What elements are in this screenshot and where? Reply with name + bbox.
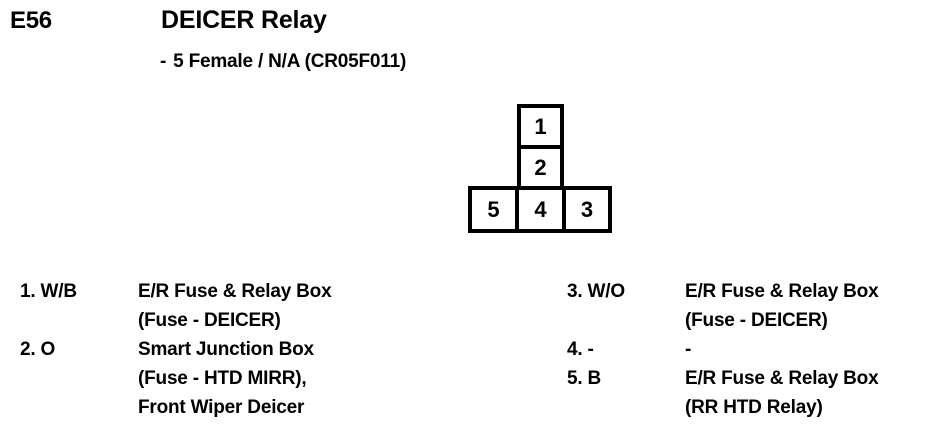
pin-legend: 1. W/B E/R Fuse & Relay Box (Fuse - DEIC… <box>0 279 948 440</box>
pin-description: (Fuse - DEICER) <box>685 310 828 331</box>
pin-legend-column-left: 1. W/B E/R Fuse & Relay Box (Fuse - DEIC… <box>20 279 490 424</box>
legend-row: 5. B E/R Fuse & Relay Box (RR HTD Relay) <box>567 366 948 424</box>
page-title: DEICER Relay <box>161 6 327 34</box>
pin-legend-column-right: 3. W/O E/R Fuse & Relay Box (Fuse - DEIC… <box>567 279 948 424</box>
connector-id: E56 <box>10 7 52 34</box>
pin-description: E/R Fuse & Relay Box <box>138 281 332 302</box>
pin-description: E/R Fuse & Relay Box <box>685 281 879 302</box>
subtitle-dash: - <box>160 51 167 72</box>
pin-label: 2. O <box>20 339 56 360</box>
pin-description: - <box>685 339 692 360</box>
pin-cell-2[interactable]: 2 <box>517 145 564 190</box>
pin-cell-5[interactable]: 5 <box>468 186 519 233</box>
legend-row: 1. W/B E/R Fuse & Relay Box (Fuse - DEIC… <box>20 279 490 337</box>
pin-description: Front Wiper Deicer <box>138 397 305 418</box>
subtitle-text: 5 Female / N/A (CR05F011) <box>173 51 407 72</box>
pin-cell-3[interactable]: 3 <box>562 186 612 233</box>
pin-label: 1. W/B <box>20 281 77 302</box>
pin-cell-4[interactable]: 4 <box>515 186 566 233</box>
legend-row: 4. - - <box>567 337 948 366</box>
pin-cell-1[interactable]: 1 <box>517 104 564 149</box>
pin-label: 5. B <box>567 368 602 389</box>
legend-row: 2. O Smart Junction Box (Fuse - HTD MIRR… <box>20 337 490 424</box>
pin-description: E/R Fuse & Relay Box <box>685 368 879 389</box>
pin-label: 3. W/O <box>567 281 625 302</box>
connector-pinout-diagram: 1 2 5 4 3 <box>468 104 612 233</box>
pin-description: Smart Junction Box <box>138 339 314 360</box>
pin-description: (Fuse - HTD MIRR), <box>138 368 307 389</box>
pin-description: (RR HTD Relay) <box>685 397 823 418</box>
legend-row: 3. W/O E/R Fuse & Relay Box (Fuse - DEIC… <box>567 279 948 337</box>
pin-label: 4. - <box>567 339 594 360</box>
connector-subtitle: -5 Female / N/A (CR05F011) <box>160 50 406 73</box>
pin-description: (Fuse - DEICER) <box>138 310 281 331</box>
